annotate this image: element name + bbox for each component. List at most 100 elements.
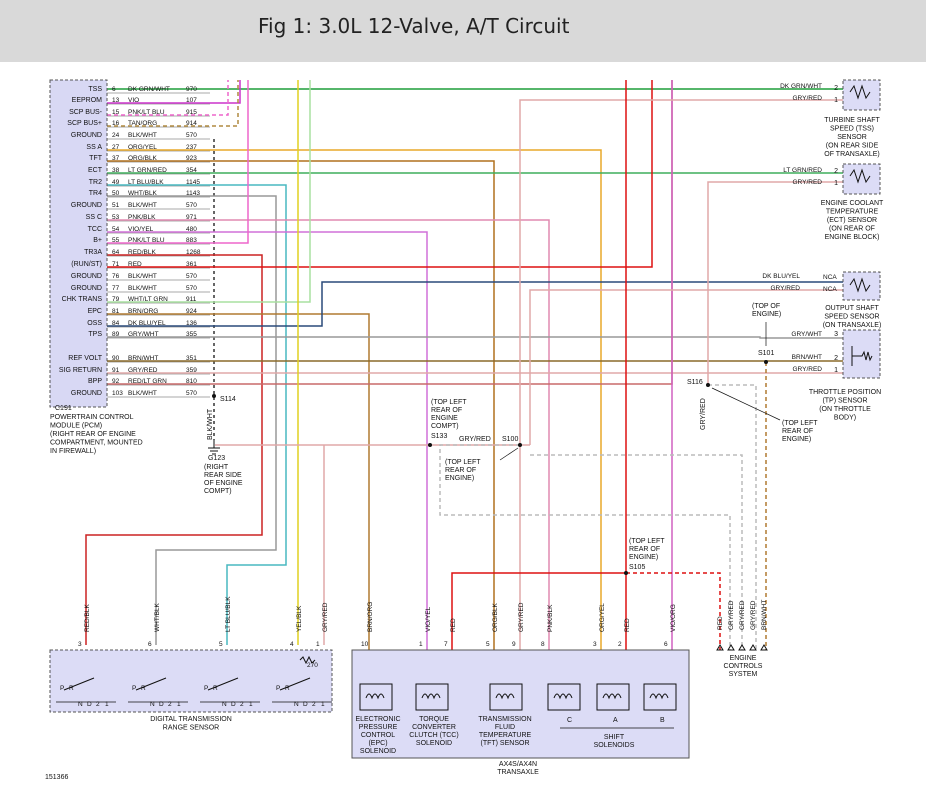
- dtr-switch-mark: 2: [168, 701, 172, 708]
- tft-label: (TFT) SENSOR: [481, 740, 530, 747]
- tp-sensor-label: BODY): [834, 415, 856, 422]
- dtr-wire-label: LT BLU/BLK: [225, 596, 232, 632]
- wire-tr2: [107, 184, 287, 645]
- pcm-circuit-number: 237: [186, 144, 197, 151]
- pcm-circuit-number: 570: [186, 273, 197, 280]
- transaxle-pin-number: 5: [486, 641, 490, 648]
- wire-tft: [107, 160, 495, 650]
- dtr-switch-mark: 2: [240, 701, 244, 708]
- pcm-pin-label: ECT: [88, 167, 103, 174]
- pcm-pin-label: SIG RETURN: [59, 367, 102, 374]
- pcm-pin-label: GROUND: [71, 273, 102, 280]
- splice-s116-location: (TOP LEFT: [782, 420, 818, 427]
- pcm-circuit-number: 351: [186, 355, 197, 362]
- splice-s100: [518, 443, 522, 447]
- ect-wire-label: LT GRN/RED: [783, 167, 822, 174]
- ect-sensor-label: ENGINE BLOCK): [825, 234, 880, 241]
- tss-sensor-label: OF TRANSAXLE): [824, 151, 880, 158]
- pcm-pin-label: OSS: [87, 320, 102, 327]
- pcm-wire-color: BLK/WHT: [128, 132, 157, 139]
- tp-pin1: 1: [834, 367, 838, 374]
- pcm-circuit-number: 810: [186, 378, 197, 385]
- pcm-pin-number: 27: [112, 144, 120, 151]
- ecs-wire-label: BRN/WHT: [761, 600, 768, 630]
- oss-sensor-box: [842, 271, 881, 301]
- wire-ect-return: [707, 181, 843, 385]
- dtr-wire-label: RED/BLK: [84, 604, 91, 632]
- dtr-switch-arm: [63, 677, 95, 691]
- tp-wire-label: BRN/WHT: [792, 354, 822, 361]
- tp-potentiometer: [851, 346, 873, 366]
- dtr-switch-mark: 2: [312, 701, 316, 708]
- components-layer: [49, 79, 881, 759]
- tcc-solenoid: [415, 683, 449, 711]
- pcm-circuit-number: 570: [186, 285, 197, 292]
- pcm-pin-label: GROUND: [71, 132, 102, 139]
- oss-nca-1: NCA: [823, 274, 837, 281]
- shift-solenoid-a-winding: [602, 693, 622, 700]
- shift-solenoid-c-winding: [553, 693, 573, 700]
- pcm-pin-number: 15: [112, 109, 120, 116]
- wire-tss-return: [519, 99, 843, 650]
- wire-s116-ecs: [708, 384, 757, 650]
- pcm-circuit-number: 480: [186, 226, 197, 233]
- pcm-pin-number: 84: [112, 320, 120, 327]
- leader-s100: [499, 447, 519, 461]
- dtr-switch-mark: N: [78, 701, 83, 708]
- pcm-circuit-number: 924: [186, 308, 197, 315]
- pcm-pin-number: 54: [112, 226, 120, 233]
- wire-s100-ecs-2: [530, 454, 743, 650]
- pcm-circuit-number: 915: [186, 109, 197, 116]
- splice-s133-label: S133: [431, 433, 447, 440]
- pcm-circuit-number: 361: [186, 261, 197, 268]
- pcm-pin-number: 71: [112, 261, 120, 268]
- splice-s133: [428, 443, 432, 447]
- dtr-switch-mark: 1: [105, 701, 109, 708]
- epc-solenoid: [359, 683, 393, 711]
- tft-label: TEMPERATURE: [479, 732, 532, 739]
- pcm-box: [49, 79, 108, 408]
- pcm-pin-label: EPC: [88, 308, 102, 315]
- ect-sensor-box: [842, 163, 881, 195]
- pcm-wire-color: GRY/RED: [128, 367, 158, 374]
- dtr-switch-mark: 2: [96, 701, 100, 708]
- shift-solenoid-b: [643, 683, 677, 711]
- pcm-wire-color: ORG/BLK: [128, 155, 158, 162]
- ecs-arrow: [727, 644, 735, 651]
- splice-s116-location: REAR OF: [782, 428, 813, 435]
- wire-oss-return: [529, 289, 843, 445]
- transaxle-wire-label: RED: [450, 618, 457, 632]
- dtr-pin-number: 3: [78, 641, 82, 648]
- wire-run-st: [107, 80, 653, 268]
- ground-g123-label: G123: [208, 455, 225, 462]
- splice-s116-location: ENGINE): [782, 436, 811, 443]
- dtr-wire-label: YEL/BLK: [296, 605, 303, 632]
- pcm-pin-label: EEPROM: [72, 97, 103, 104]
- wire-tps: [107, 336, 843, 339]
- wires-layer: [85, 80, 843, 650]
- wire-s105-ecs: [626, 572, 721, 650]
- pcm-pin-number: 79: [112, 296, 120, 303]
- transaxle-pin-number: 6: [664, 641, 668, 648]
- dtr-switch-mark: P: [204, 685, 208, 692]
- oss-sensor-label: SPEED SENSOR: [824, 314, 879, 321]
- dtr-switch-mark: 1: [177, 701, 181, 708]
- pcm-pin-number: 51: [112, 202, 120, 209]
- pcm-pin-label: BPP: [88, 378, 102, 385]
- pcm-circuit-number: 355: [186, 331, 197, 338]
- dtr-switch-mark: D: [303, 701, 308, 708]
- pcm-pin-label: TR4: [89, 190, 102, 197]
- splice-s100-location: (TOP LEFT: [445, 459, 481, 466]
- pcm-pin-label: TSS: [88, 86, 102, 93]
- dtr-box: [49, 649, 333, 713]
- splice-s101-label: S101: [758, 350, 774, 357]
- pcm-circuit-number: 570: [186, 390, 197, 397]
- pcm-pin-number: 37: [112, 155, 120, 162]
- pcm-pin-label: REF VOLT: [68, 355, 102, 362]
- ground-wire-label: BLK/WHT: [207, 408, 214, 440]
- transaxle-pin-number: 10: [361, 641, 369, 648]
- pcm-title: (RIGHT REAR OF ENGINE: [50, 431, 136, 438]
- ground-g123-location: COMPT): [204, 488, 232, 495]
- splice-s105-location: REAR OF: [629, 546, 660, 553]
- dtr-pin-number: 1: [316, 641, 320, 648]
